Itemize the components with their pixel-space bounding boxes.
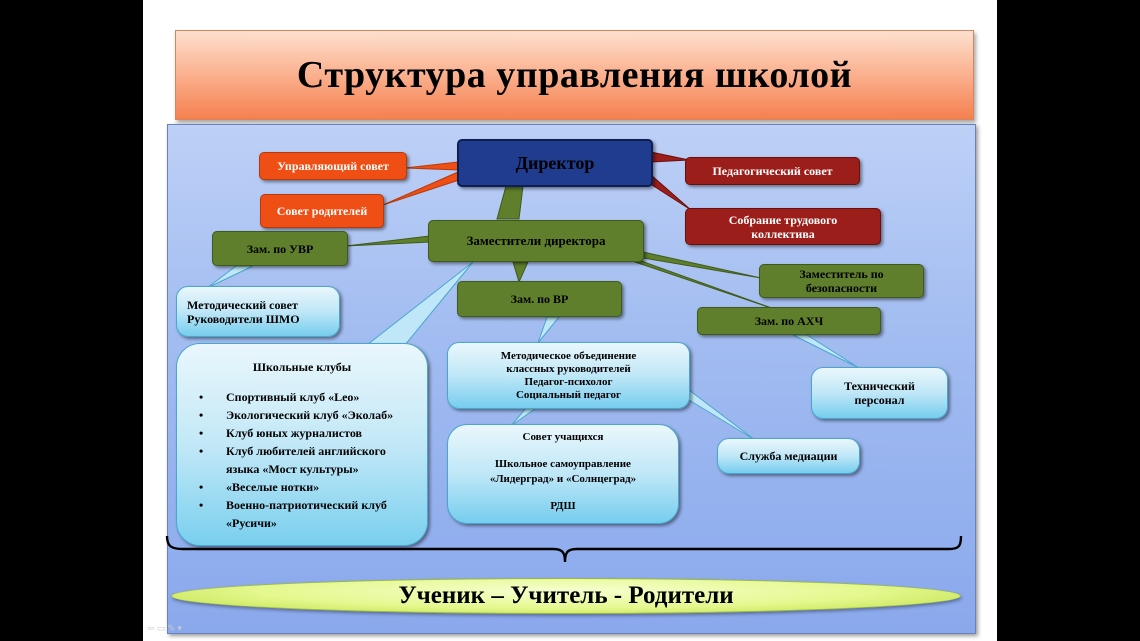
node-student-council: Совет учащихся Школьное самоуправление «…	[447, 424, 679, 524]
node-method-union: Методическое объединение классных руково…	[447, 342, 690, 409]
title-banner: Структура управления школой	[175, 30, 974, 120]
bottom-banner: Ученик – Учитель - Родители	[171, 578, 961, 614]
bottom-text: Ученик – Учитель - Родители	[398, 582, 734, 609]
node-deputy-security: Заместитель по безопасности	[759, 264, 924, 298]
node-mediation: Служба медиации	[717, 438, 860, 474]
slide-nav-icons[interactable]: ⇦ ▭ ✎ ▾	[147, 623, 182, 633]
list-item: •Спортивный клуб «Leo»	[199, 390, 360, 404]
slide: Структура управления школой Директор Упр…	[143, 0, 997, 641]
node-deputy-vr: Зам. по ВР	[457, 281, 622, 317]
node-pedagogical-council: Педагогический совет	[685, 157, 860, 185]
node-director: Директор	[457, 139, 653, 187]
list-item: •«Веселые нотки»	[199, 480, 320, 494]
list-item: •Экологический клуб «Эколаб»	[199, 408, 394, 422]
node-deputies: Заместители директора	[428, 220, 644, 262]
node-method-council: Методический совет Руководители ШМО	[176, 286, 340, 337]
node-governing-council: Управляющий совет	[259, 152, 407, 180]
clubs-heading: Школьные клубы	[252, 360, 352, 374]
list-item: •Клуб юных журналистов	[199, 426, 363, 440]
node-deputy-ahch: Зам. по АХЧ	[697, 307, 881, 335]
clubs-list: •Спортивный клуб «Leo» •Экологический кл…	[193, 388, 418, 532]
node-school-clubs: Школьные клубы •Спортивный клуб «Leo» •Э…	[176, 343, 428, 546]
page-title: Структура управления школой	[296, 54, 853, 96]
node-parents-council: Совет родителей	[260, 194, 384, 228]
node-labor-meeting: Собрание трудового коллектива	[685, 208, 881, 245]
node-deputy-uvr: Зам. по УВР	[212, 231, 348, 266]
node-tech-staff: Технический персонал	[811, 367, 948, 419]
list-item: •Клуб любителей английского языка «Мост …	[199, 444, 386, 476]
list-item: •Военно-патриотический клуб «Русичи»	[199, 498, 387, 530]
